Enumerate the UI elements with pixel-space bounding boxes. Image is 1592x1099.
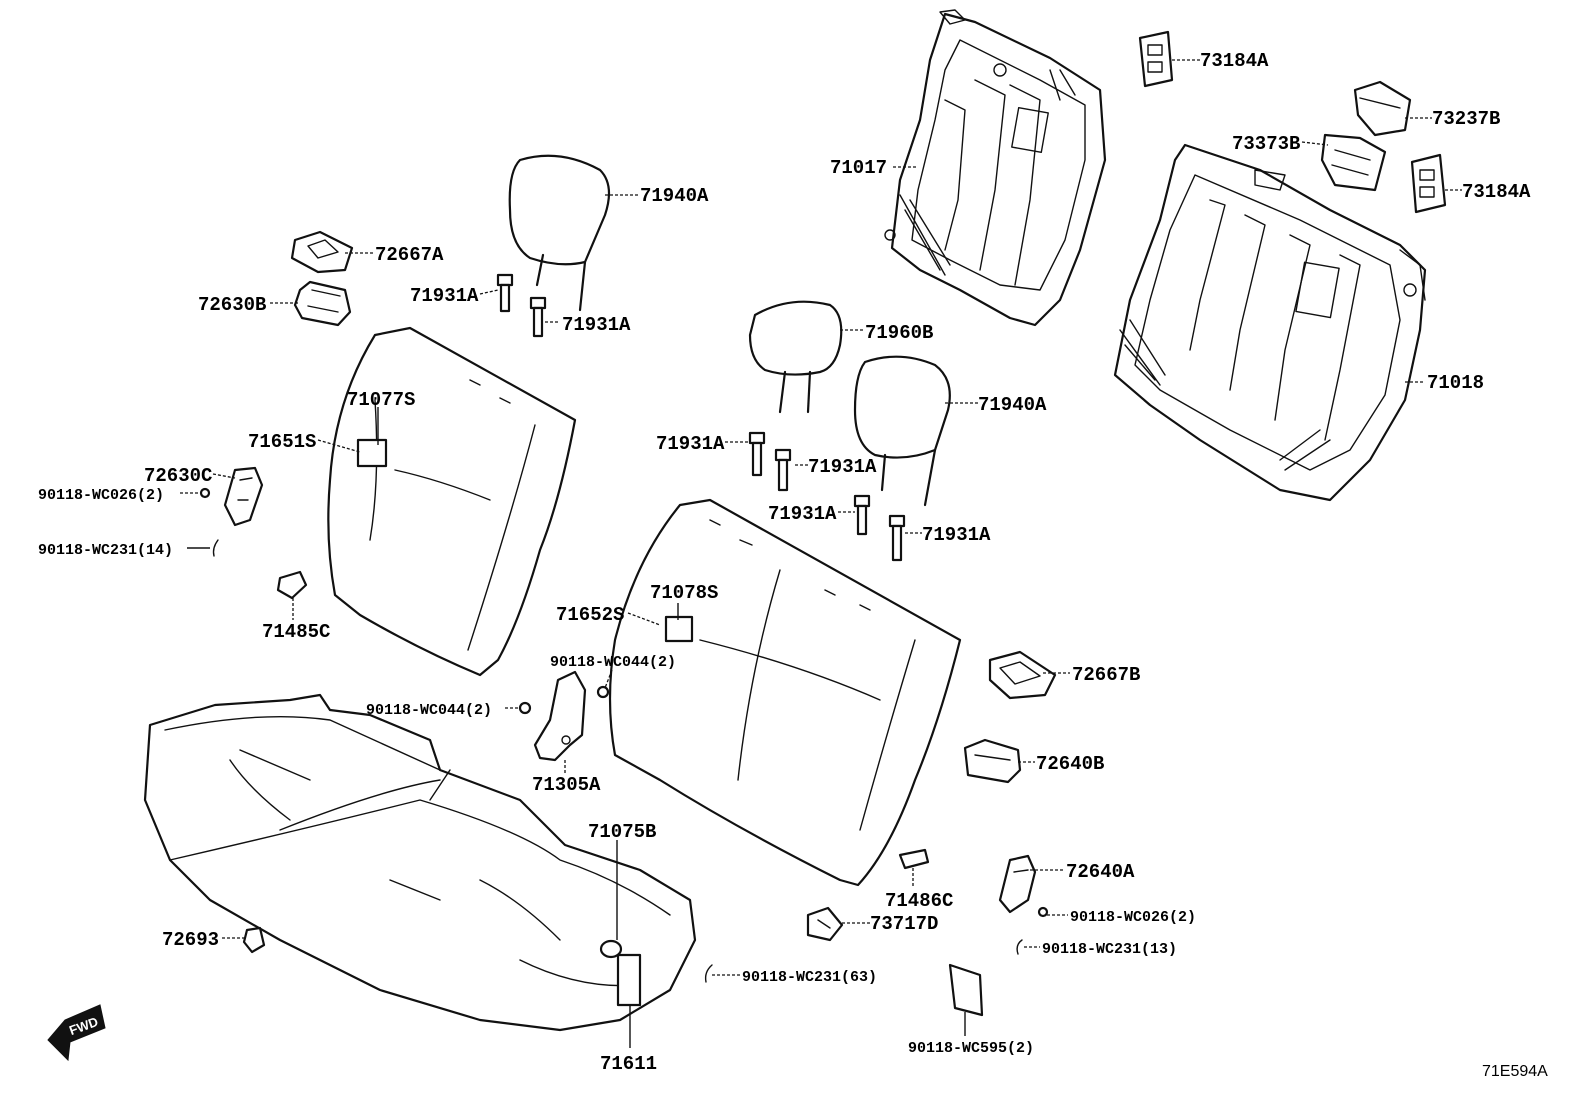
label-72640A: 72640A (1066, 861, 1135, 883)
part-72630C (199, 466, 264, 527)
part-72630B (293, 280, 352, 327)
label-71077S: 71077S (347, 389, 415, 411)
seatback-frame-71017 (884, 9, 1107, 327)
label-71018: 71018 (1427, 372, 1484, 394)
headrest-71960B (748, 300, 843, 414)
label-71305A: 71305A (532, 774, 601, 796)
label-71931A-4: 71931A (808, 456, 877, 478)
leader-lines (180, 59, 1462, 1048)
label-73184A-right: 73184A (1462, 181, 1531, 203)
label-71485C: 71485C (262, 621, 330, 643)
diagram-code: 71E594A (1482, 1063, 1548, 1080)
label-71017: 71017 (830, 157, 887, 179)
label-90118-WC595: 90118-WC595(2) (908, 1040, 1034, 1057)
part-72667B (988, 650, 1057, 700)
label-90118-WC026-left: 90118-WC026(2) (38, 487, 164, 504)
part-72640B (963, 738, 1022, 784)
label-72667B: 72667B (1072, 664, 1140, 686)
seat-cushion (143, 693, 697, 1032)
part-72693 (242, 926, 266, 954)
label-90118-WC026-right: 90118-WC026(2) (1070, 909, 1196, 926)
seatback-frame-71018 (1113, 143, 1427, 502)
label-71931A-5: 71931A (768, 503, 837, 525)
part-72667A (290, 230, 354, 274)
part-71486C (898, 848, 930, 870)
part-73184A-top (1138, 30, 1174, 88)
headrest-71940A-top (508, 154, 611, 312)
headrest-guides (496, 273, 906, 562)
label-71651S: 71651S (248, 431, 316, 453)
label-72630B: 72630B (198, 294, 266, 316)
part-73184A-right (1410, 153, 1447, 214)
part-72640A (998, 854, 1049, 918)
part-73373B (1320, 133, 1387, 192)
forward-arrow-icon: FWD (47, 1004, 106, 1062)
label-90118-WC044-left: 90118-WC044(2) (366, 702, 492, 719)
part-73717D (806, 906, 844, 942)
seatback-cover-right (608, 498, 962, 887)
clips (212, 539, 1023, 983)
label-71078S: 71078S (650, 582, 718, 604)
seatback-cover-left (327, 326, 577, 677)
label-73373B: 73373B (1232, 133, 1300, 155)
label-90118-WC044-right: 90118-WC044(2) (550, 654, 676, 671)
part-90118-WC595 (948, 963, 984, 1017)
label-72630C: 72630C (144, 465, 212, 487)
label-73237B: 73237B (1432, 108, 1500, 130)
label-72693: 72693 (162, 929, 219, 951)
label-71611: 71611 (600, 1053, 657, 1075)
part-71305A (518, 670, 610, 762)
label-71931A-2: 71931A (562, 314, 631, 336)
label-71931A-3: 71931A (656, 433, 725, 455)
part-labels: 73184A 73237B 73373B 73184A 71017 71018 … (38, 50, 1548, 1080)
label-73184A-top: 73184A (1200, 50, 1269, 72)
label-71486C: 71486C (885, 890, 953, 912)
label-71931A-1: 71931A (410, 285, 479, 307)
label-90118-WC231-13: 90118-WC231(13) (1042, 941, 1177, 958)
label-71940A-top: 71940A (640, 185, 709, 207)
label-71652S: 71652S (556, 604, 624, 626)
headrest-71940A-mid (853, 355, 951, 507)
label-71940A-mid: 71940A (978, 394, 1047, 416)
label-73717D: 73717D (870, 913, 938, 935)
label-72667A: 72667A (375, 244, 444, 266)
label-90118-WC231-63: 90118-WC231(63) (742, 969, 877, 986)
part-71485C (276, 570, 308, 600)
part-73237B (1353, 80, 1412, 137)
label-71960B: 71960B (865, 322, 933, 344)
label-71931A-6: 71931A (922, 524, 991, 546)
label-90118-WC231-14: 90118-WC231(14) (38, 542, 173, 559)
label-71075B: 71075B (588, 821, 656, 843)
label-72640B: 72640B (1036, 753, 1104, 775)
